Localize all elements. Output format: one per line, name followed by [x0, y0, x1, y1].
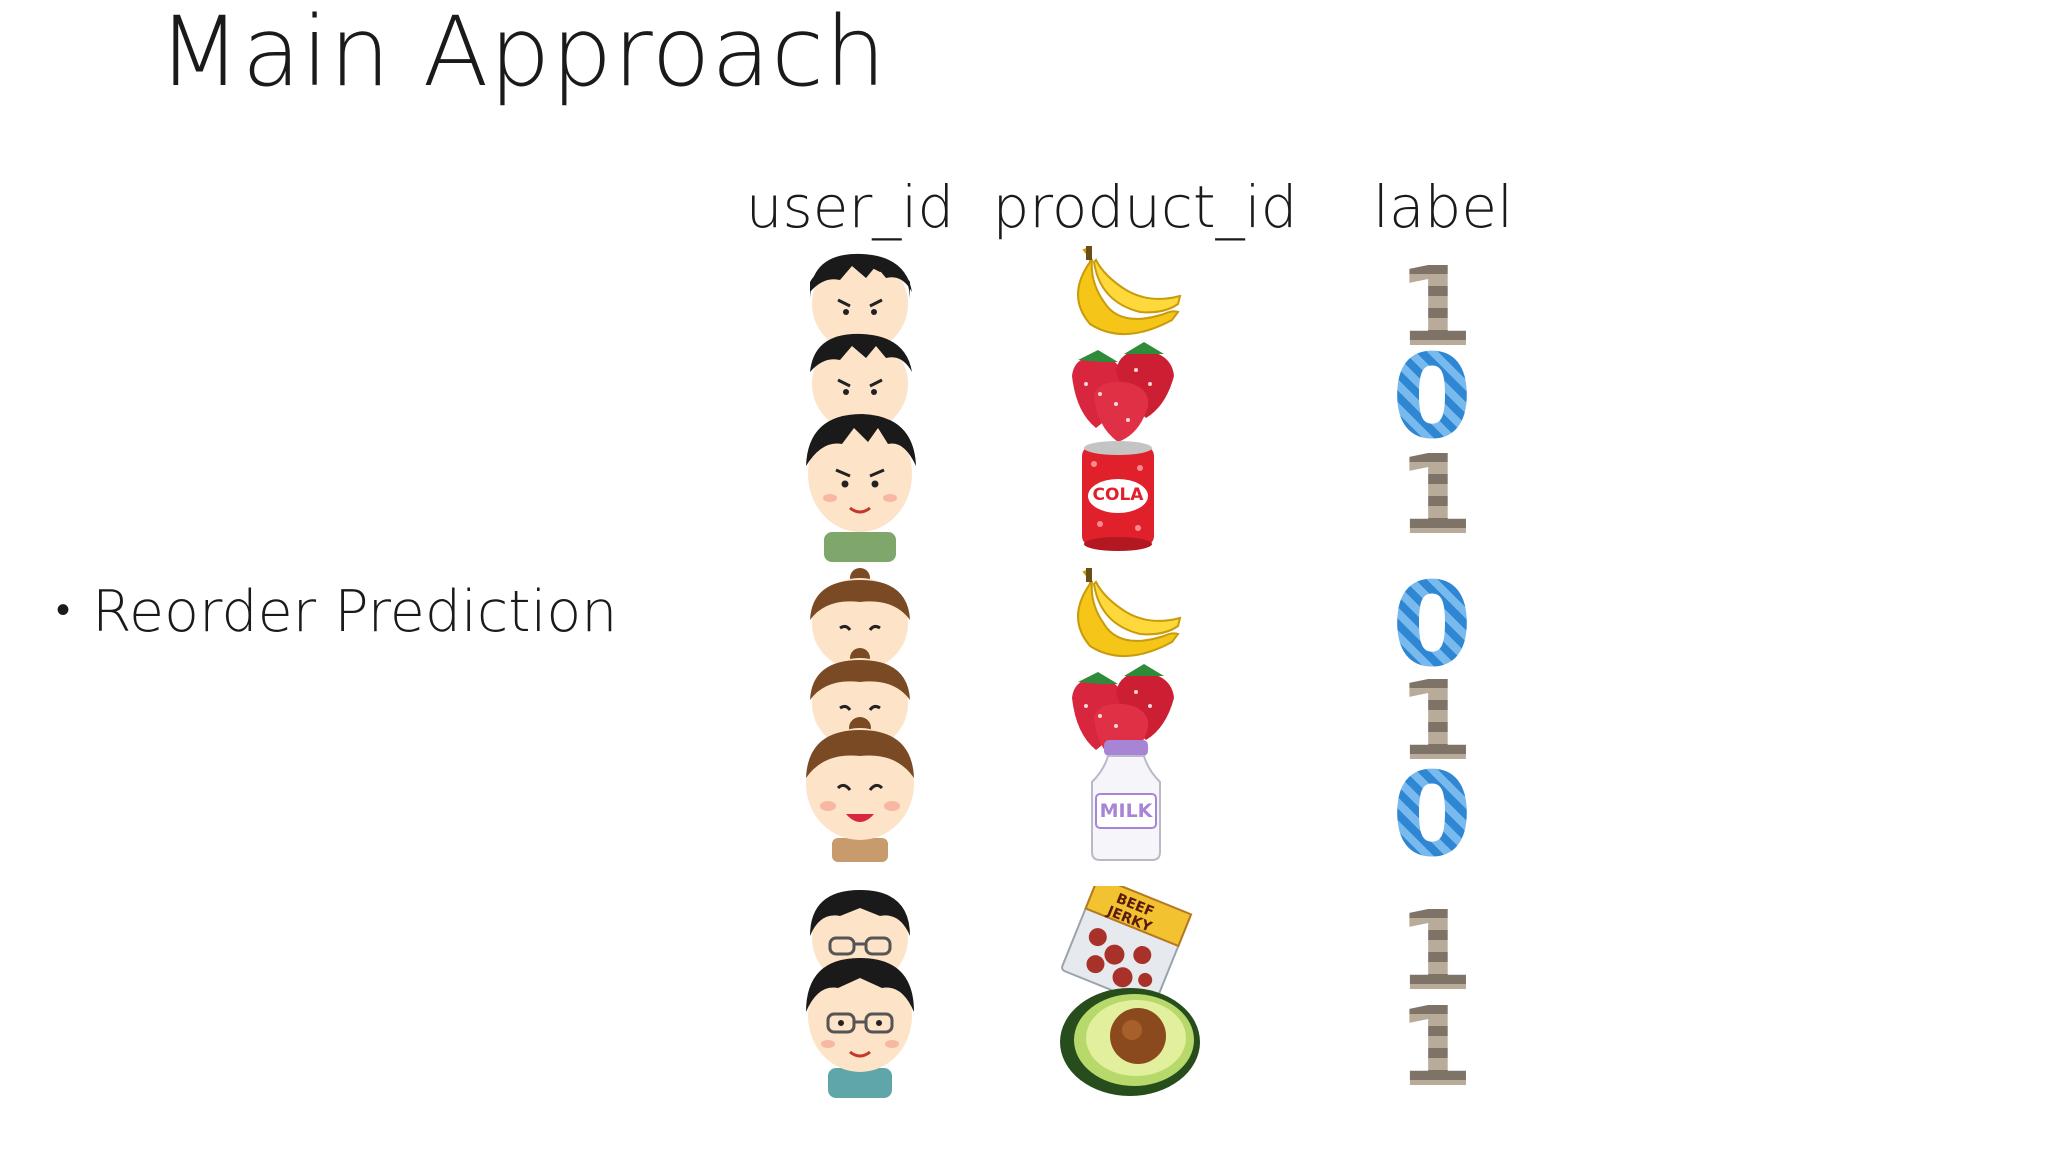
- label-value: 1: [1397, 657, 1474, 785]
- slide-title: Main Approach: [158, 0, 887, 108]
- bullet-item: • Reorder Prediction: [56, 575, 617, 647]
- banana-icon: [1077, 568, 1182, 657]
- user-2-stack-icon: [806, 568, 914, 862]
- label-value: 0: [1384, 340, 1480, 456]
- column-header-product-id: product_id: [992, 173, 1298, 241]
- strawberry-icon: [1072, 664, 1174, 764]
- user-1-stack-icon: [806, 253, 916, 562]
- bullet-text: Reorder Prediction: [92, 579, 618, 645]
- beef-jerky-icon: BEEF JERKY: [1058, 886, 1194, 998]
- cola-label: COLA: [1092, 485, 1144, 505]
- label-value: 0: [1384, 758, 1480, 874]
- banana-icon: [1077, 246, 1182, 335]
- label-value: 1: [1397, 243, 1474, 371]
- user-3-stack-icon: [806, 890, 914, 1098]
- milk-label: MILK: [1099, 800, 1153, 822]
- column-header-user-id: user_id: [745, 173, 955, 241]
- strawberry-icon: [1072, 342, 1174, 442]
- column-header-label: label: [1372, 173, 1514, 241]
- label-value: 1: [1397, 983, 1474, 1111]
- user-face-icon: [810, 253, 912, 352]
- bullet-dot-icon: •: [56, 587, 71, 633]
- label-value: 1: [1397, 431, 1474, 559]
- label-value: 1: [1397, 887, 1474, 1015]
- milk-bottle-icon: MILK: [1086, 740, 1166, 862]
- avocado-icon: [1060, 988, 1200, 1096]
- label-value: 0: [1384, 568, 1480, 684]
- cola-can-icon: COLA: [1080, 440, 1156, 552]
